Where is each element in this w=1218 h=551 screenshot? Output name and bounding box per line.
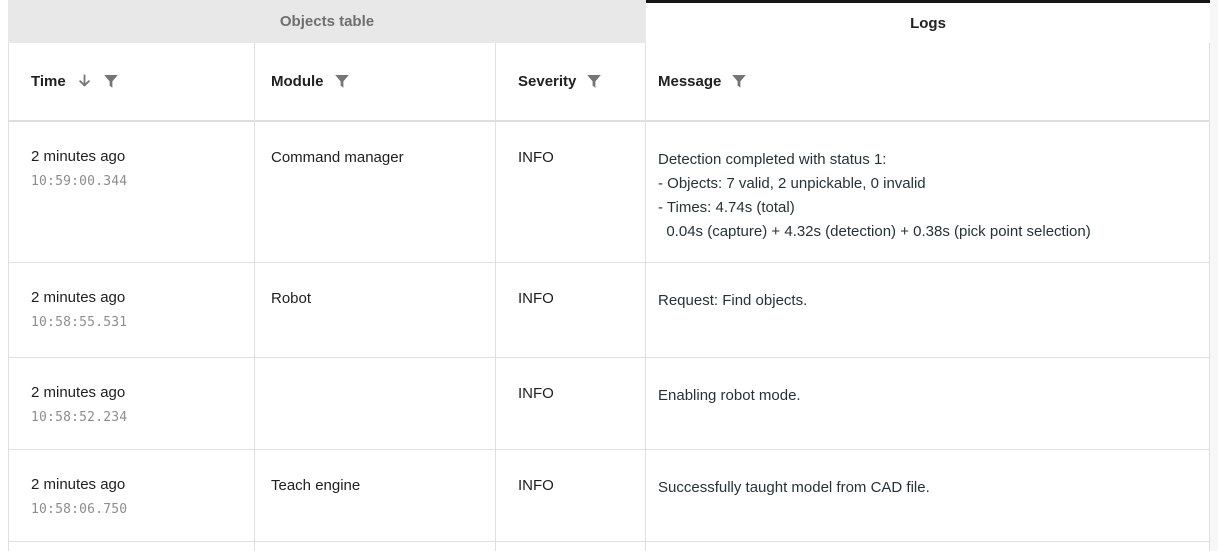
log-severity-cell: INFO [496,263,646,357]
log-message: Detection completed with status 1: - Obj… [658,151,1091,240]
time-relative: 2 minutes ago [31,476,126,493]
log-row[interactable]: 2 minutes ago 10:59:00.344 Command manag… [9,122,1209,263]
module-name: Teach engine [271,477,361,494]
severity-badge: INFO [518,385,554,402]
log-message-cell [646,542,1209,551]
log-time-cell: 2 minutes ago 10:58:55.531 [9,263,255,357]
log-module-cell: Robot [255,263,496,357]
filter-funnel-icon[interactable] [586,74,602,89]
column-header-module-label[interactable]: Module [271,73,324,90]
filter-funnel-icon[interactable] [103,74,119,89]
log-row[interactable]: 2 minutes ago 10:58:52.234 INFO Enabling… [9,358,1209,450]
log-message: Successfully taught model from CAD file. [658,479,930,496]
time-relative: 2 minutes ago [31,148,126,165]
column-header-time-label[interactable]: Time [31,73,66,90]
timestamp: 10:59:00.344 [31,174,128,189]
log-row[interactable]: 2 minutes ago 10:58:55.531 Robot INFO Re… [9,263,1209,358]
module-name: Robot [271,290,312,307]
severity-badge: INFO [518,477,554,494]
column-header-message: Message [646,43,1209,120]
log-module-cell [255,358,496,449]
sort-descending-icon[interactable] [76,73,93,90]
time-relative: 2 minutes ago [31,384,126,401]
log-message: Request: Find objects. [658,292,808,309]
timestamp: 10:58:06.750 [31,502,128,517]
log-time-cell: 2 minutes ago 10:58:52.234 [9,358,255,449]
log-message-cell: Enabling robot mode. [646,358,1209,449]
tab-objects-table-label: Objects table [279,13,375,30]
time-relative: 2 minutes ago [31,289,126,306]
log-severity-cell: INFO [496,122,646,262]
log-time-cell: 2 minutes ago 10:58:06.750 [9,450,255,541]
log-time-cell [9,542,255,551]
log-message: Enabling robot mode. [658,387,801,404]
table-header-row: Time Module Severity [9,43,1209,122]
filter-funnel-icon[interactable] [731,74,747,89]
log-time-cell: 2 minutes ago 10:59:00.344 [9,122,255,262]
tab-logs[interactable]: Logs [646,0,1210,43]
severity-badge: INFO [518,290,554,307]
column-header-message-label[interactable]: Message [658,73,722,90]
module-name: Command manager [271,149,404,166]
timestamp: 10:58:55.531 [31,315,128,330]
logs-table: Time Module Severity [8,43,1210,551]
log-row[interactable]: 2 minutes ago 10:58:06.750 Teach engine … [9,450,1209,542]
column-header-time: Time [9,43,255,120]
tab-logs-label: Logs [910,14,946,32]
right-gutter [1210,0,1218,551]
severity-badge: INFO [518,149,554,166]
log-module-cell [255,542,496,551]
log-severity-cell: INFO [496,450,646,541]
tab-bar: Objects table Logs [8,0,1210,43]
timestamp: 10:58:52.234 [31,410,128,425]
log-module-cell: Command manager [255,122,496,262]
log-message-cell: Request: Find objects. [646,263,1209,357]
log-severity-cell [496,542,646,551]
column-header-severity: Severity [496,43,646,120]
log-message-cell: Detection completed with status 1: - Obj… [646,122,1209,262]
filter-funnel-icon[interactable] [334,74,350,89]
column-header-severity-label[interactable]: Severity [518,73,577,90]
column-header-module: Module [255,43,496,120]
log-severity-cell: INFO [496,358,646,449]
log-message-cell: Successfully taught model from CAD file. [646,450,1209,541]
log-module-cell: Teach engine [255,450,496,541]
log-row-partial[interactable] [9,542,1209,551]
tab-objects-table[interactable]: Objects table [8,0,646,43]
